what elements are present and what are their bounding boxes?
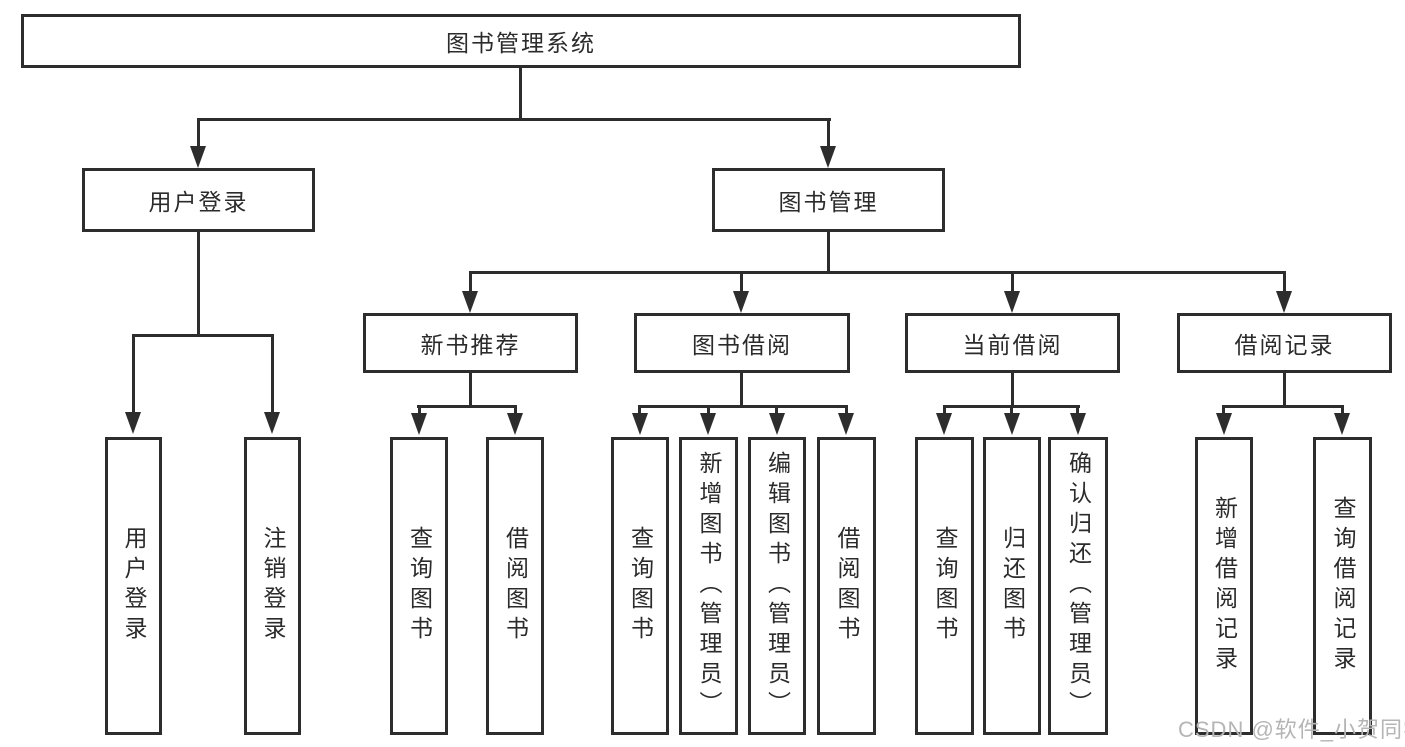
connector-line [943, 405, 946, 417]
node-label: 图书借阅 [692, 332, 792, 358]
node-new-book-recommend: 新书推荐 [363, 313, 578, 373]
arrowhead-down-icon [632, 413, 648, 435]
node-borrow-records: 借阅记录 [1177, 313, 1392, 373]
leaf-add-books-admin: 新增图书（管理员） [679, 437, 738, 735]
connector-line [197, 231, 200, 336]
leaf-query-books: 查询图书 [915, 437, 974, 735]
arrowhead-down-icon [125, 412, 141, 434]
arrowhead-down-icon [769, 413, 785, 435]
node-label: 用户登录 [121, 526, 147, 646]
arrowhead-down-icon [264, 412, 280, 434]
leaf-edit-books-admin: 编辑图书（管理员） [748, 437, 806, 735]
leaf-user-login: 用户登录 [105, 437, 162, 735]
node-label: 图书管理系统 [446, 30, 596, 56]
connector-line [417, 405, 517, 408]
connector-line [197, 118, 200, 148]
connector-line [469, 271, 1285, 274]
arrowhead-down-icon [1070, 413, 1086, 435]
connector-line [418, 405, 421, 417]
arrowhead-down-icon [507, 413, 523, 435]
connector-line [740, 371, 743, 407]
arrowhead-down-icon [700, 413, 716, 435]
connector-line [827, 231, 830, 274]
leaf-query-borrow-record: 查询借阅记录 [1313, 437, 1372, 735]
connector-line [638, 405, 848, 408]
node-label: 查询图书 [932, 526, 958, 646]
connector-line [740, 271, 743, 293]
connector-line [132, 334, 135, 414]
node-label: 当前借阅 [962, 332, 1063, 358]
leaf-logout: 注销登录 [244, 437, 301, 735]
node-label: 新增图书（管理员） [696, 451, 722, 721]
arrowhead-down-icon [820, 146, 836, 168]
connector-line [1283, 371, 1286, 407]
connector-line [469, 371, 472, 407]
leaf-borrow-books: 借阅图书 [817, 437, 876, 735]
arrowhead-down-icon [1004, 413, 1020, 435]
connector-line [845, 405, 848, 417]
node-user-login: 用户登录 [82, 168, 315, 232]
arrowhead-down-icon [411, 413, 427, 435]
node-label: 新书推荐 [420, 332, 521, 358]
arrowhead-down-icon [190, 146, 206, 168]
connector-line [827, 118, 830, 148]
arrowhead-down-icon [1004, 291, 1020, 313]
arrowhead-down-icon [936, 413, 952, 435]
connector-line [1010, 405, 1013, 417]
node-root-system: 图书管理系统 [21, 14, 1021, 68]
node-label: 查询图书 [406, 526, 433, 646]
leaf-confirm-return-admin: 确认归还（管理员） [1048, 437, 1108, 735]
node-label: 编辑图书（管理员） [764, 451, 791, 721]
connector-line [1341, 405, 1344, 417]
leaf-query-books: 查询图书 [390, 437, 448, 735]
connector-line [469, 271, 472, 293]
leaf-add-borrow-record: 新增借阅记录 [1195, 437, 1253, 735]
node-book-borrowing: 图书借阅 [634, 313, 850, 373]
node-label: 新增借阅记录 [1211, 496, 1238, 676]
connector-line [519, 68, 522, 120]
node-label: 归还图书 [999, 526, 1026, 646]
node-label: 查询图书 [627, 526, 654, 646]
connector-line [707, 405, 710, 417]
node-label: 确认归还（管理员） [1065, 451, 1092, 721]
leaf-query-books: 查询图书 [611, 437, 669, 735]
connector-line [1222, 405, 1225, 417]
arrowhead-down-icon [1216, 413, 1232, 435]
node-label: 借阅图书 [834, 526, 860, 646]
connector-line [775, 405, 778, 417]
connector-line [1011, 371, 1014, 407]
node-label: 借阅图书 [502, 526, 529, 646]
node-label: 用户登录 [148, 189, 249, 215]
arrowhead-down-icon [733, 291, 749, 313]
connector-line [132, 334, 274, 337]
node-label: 借阅记录 [1234, 332, 1335, 358]
arrowhead-down-icon [1276, 291, 1292, 313]
node-label: 注销登录 [260, 526, 286, 646]
arrowhead-down-icon [462, 291, 478, 313]
leaf-borrow-books: 借阅图书 [486, 437, 544, 735]
csdn-watermark: CSDN @软件_小贺同学 [1178, 717, 1405, 742]
connector-line [1283, 271, 1286, 293]
node-label: 查询借阅记录 [1330, 496, 1356, 676]
connector-line [1076, 405, 1079, 417]
arrowhead-down-icon [838, 413, 854, 435]
arrowhead-down-icon [1334, 413, 1350, 435]
connector-line [514, 405, 517, 417]
node-current-borrowing: 当前借阅 [905, 313, 1120, 373]
leaf-return-books: 归还图书 [983, 437, 1041, 735]
connector-line [638, 405, 641, 417]
connector-line [1011, 271, 1014, 293]
node-label: 图书管理 [778, 189, 879, 215]
connector-line [1222, 405, 1344, 408]
connector-line [197, 118, 831, 121]
connector-line [271, 334, 274, 414]
node-book-management: 图书管理 [712, 168, 945, 232]
